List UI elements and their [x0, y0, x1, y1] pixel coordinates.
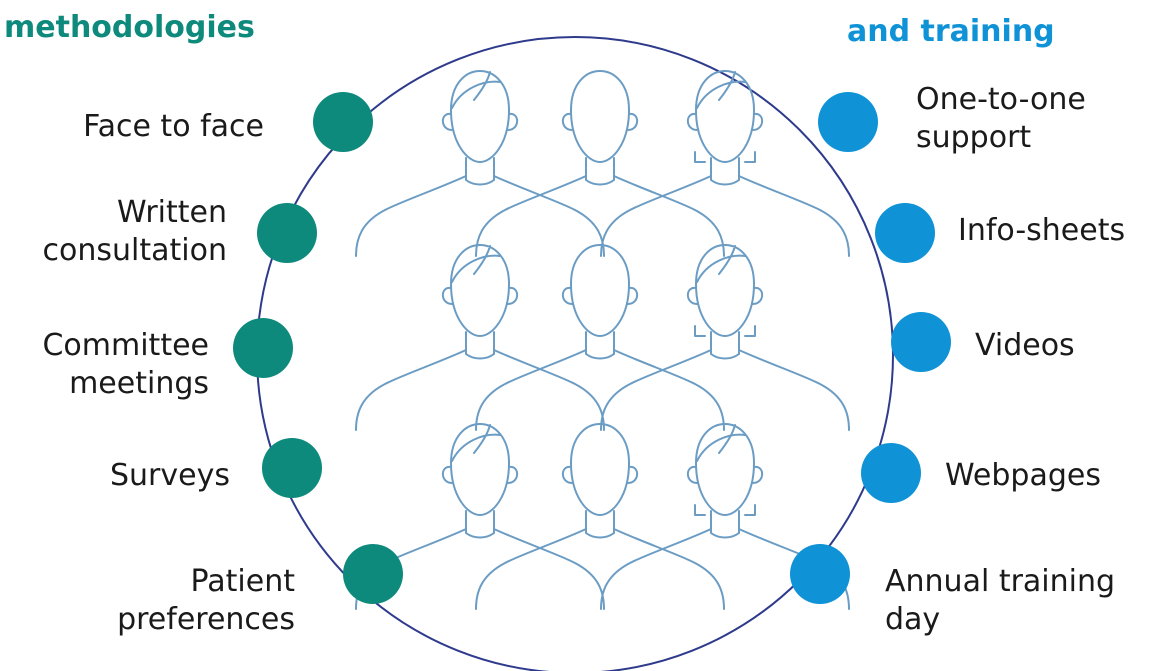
left-dot-3: [233, 318, 293, 378]
person-icon-r2c2: [475, 244, 725, 431]
right-header: and training: [847, 14, 1055, 49]
person-icon-r1c1: [355, 70, 605, 257]
person-icon-r3c2: [475, 423, 725, 610]
right-label-one-to-one-support: One-to-one support: [916, 82, 1086, 155]
people-group: [355, 70, 850, 610]
person-icon-r2c1: [355, 244, 605, 431]
right-dot-3: [891, 312, 951, 372]
left-header: methodologies: [4, 10, 255, 45]
person-icon-r2c3: [600, 244, 850, 431]
person-icon-r1c2: [475, 70, 725, 257]
left-dot-2: [257, 203, 317, 263]
right-label-videos: Videos: [975, 328, 1075, 363]
left-label-surveys: Surveys: [110, 458, 230, 493]
right-dot-4: [861, 443, 921, 503]
left-dot-5: [343, 544, 403, 604]
left-dot-1: [313, 92, 373, 152]
dots-group: [233, 92, 951, 604]
person-icon-r3c3: [600, 423, 850, 610]
left-label-patient-preferences: Patient preferences: [117, 564, 295, 637]
left-label-written-consultation: Written consultation: [42, 195, 227, 268]
left-label-committee-meetings: Committee meetings: [42, 328, 209, 401]
left-label-face-to-face: Face to face: [83, 109, 264, 144]
right-label-info-sheets: Info-sheets: [958, 213, 1126, 248]
right-label-annual-training-day: Annual training day: [885, 564, 1116, 637]
right-dot-5: [790, 544, 850, 604]
right-dot-1: [818, 92, 878, 152]
right-dot-2: [875, 203, 935, 263]
person-icon-r1c3: [600, 70, 850, 257]
right-label-webpages: Webpages: [945, 458, 1101, 493]
left-dot-4: [262, 438, 322, 498]
